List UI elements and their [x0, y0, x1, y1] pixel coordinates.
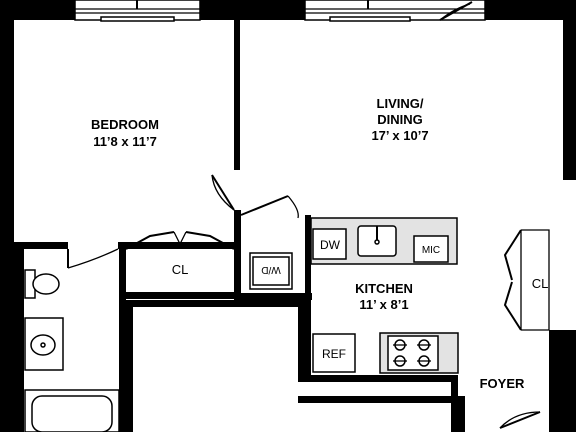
foyer-closet-label: CL	[532, 276, 549, 291]
refrigerator	[312, 333, 356, 373]
right-wall-upper	[563, 20, 576, 180]
kitchen-bottom-wall	[298, 375, 458, 382]
washer-dryer-label: W/D	[261, 264, 280, 275]
kitchen-left-wall	[305, 215, 311, 380]
living-name-line2: DINING	[377, 112, 423, 127]
bedroom-bottom-wall-right	[118, 242, 240, 249]
top-wall-left	[0, 0, 75, 20]
foyer-name: FOYER	[480, 376, 525, 391]
living-size: 17’ x 10’7	[371, 128, 428, 143]
laundry-left-wall	[234, 220, 241, 300]
kitchen-size: 11’ x 8’1	[359, 297, 408, 312]
bath-sink	[24, 317, 64, 371]
lower-block-top	[126, 300, 298, 307]
bedroom-closet-label: CL	[172, 262, 189, 277]
bathroom-fixtures	[24, 269, 120, 432]
bedroom-name: BEDROOM	[91, 117, 159, 132]
dishwasher	[312, 228, 347, 260]
doors	[67, 174, 541, 429]
kitchen-name: KITCHEN	[355, 281, 413, 296]
closet-bottom-wall	[119, 292, 241, 299]
living-name-line1: LIVING/	[377, 96, 424, 111]
bedroom-living-partition	[234, 20, 240, 170]
lower-block-step	[298, 300, 305, 382]
left-wall-top	[0, 0, 14, 245]
microwave-label: MIC	[422, 245, 440, 256]
foyer-closet-door	[503, 229, 522, 281]
windows	[74, 0, 486, 22]
bedroom-door	[211, 174, 235, 211]
stove	[387, 335, 439, 371]
bedroom-size: 11’8 x 11’7	[93, 134, 157, 149]
lower-block-bottom-step	[298, 396, 458, 403]
lower-block-left	[126, 300, 133, 432]
laundry-bottom-wall	[234, 293, 312, 300]
closet-bifold-door	[125, 231, 175, 250]
bath-right-wall	[119, 249, 126, 432]
lower-block-inner	[458, 396, 465, 432]
bathtub	[24, 389, 120, 432]
foyer-closet	[520, 229, 550, 331]
top-wall-right	[485, 0, 576, 20]
bath-left-wall	[0, 245, 24, 432]
entry-door	[499, 411, 541, 429]
kitchen-fixtures	[249, 217, 459, 374]
right-wall-lower	[549, 330, 576, 432]
refrigerator-label: REF	[322, 347, 346, 361]
dishwasher-label: DW	[320, 238, 341, 252]
top-wall-mid	[200, 0, 305, 20]
toilet	[24, 269, 60, 299]
foyer-left-wall	[451, 375, 458, 432]
bedroom-bottom-wall-left	[0, 242, 68, 249]
microwave	[413, 235, 449, 263]
